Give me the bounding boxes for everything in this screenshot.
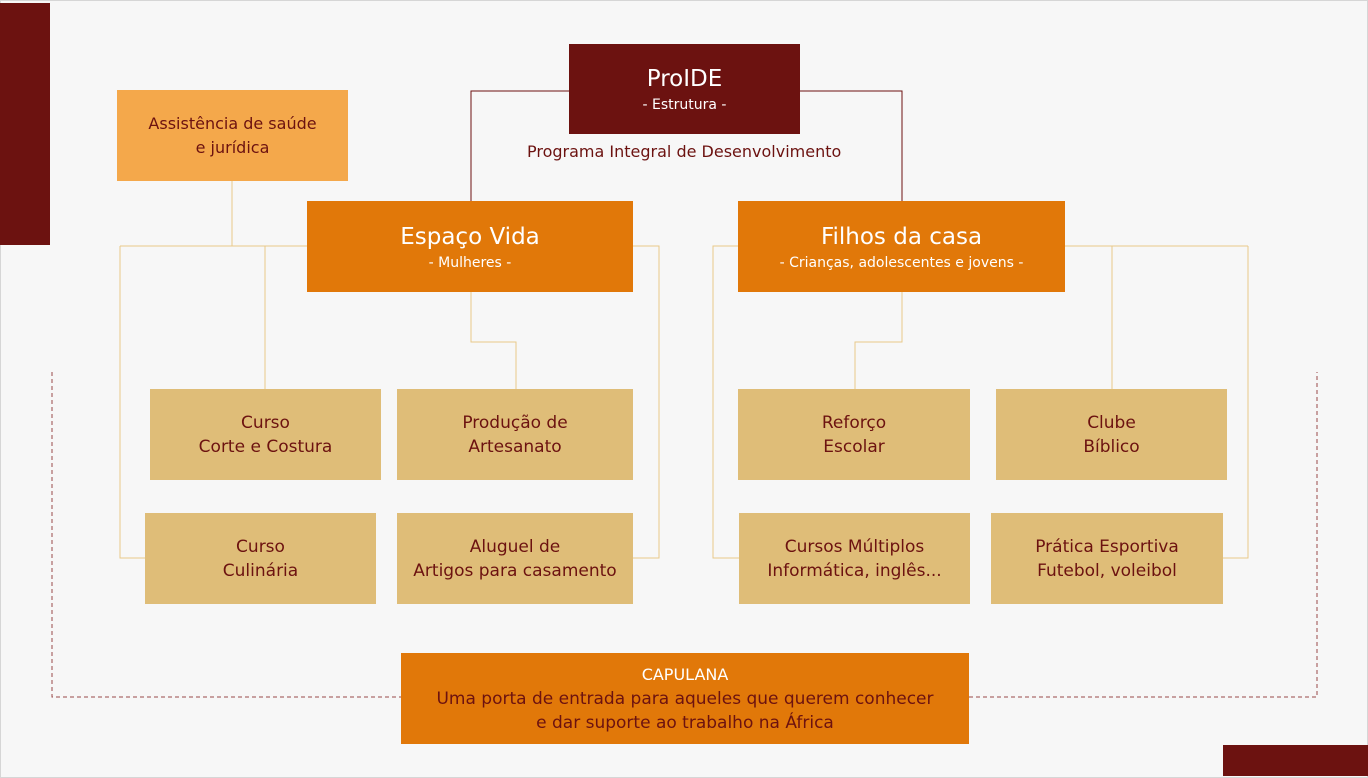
filhos-da-casa-subtitle: - Crianças, adolescentes e jovens - (779, 254, 1024, 271)
artesanato-connector (470, 292, 517, 389)
item-line-2: Culinária (222, 560, 299, 581)
root-box: ProIDE - Estrutura - (569, 44, 800, 134)
item-line-1: Reforço (821, 412, 887, 433)
support-box: Assistência de saúde e jurídica (117, 90, 348, 181)
item-clube-biblico: Clube Bíblico (996, 389, 1227, 480)
support-line-2: e jurídica (195, 137, 270, 157)
capulana-left-dashed (51, 372, 401, 698)
espaco-vida-box: Espaço Vida - Mulheres - (307, 201, 633, 292)
item-line-1: Cursos Múltiplos (784, 536, 925, 557)
item-line-1: Clube (1087, 412, 1136, 433)
root-caption: Programa Integral de Desenvolvimento (527, 142, 842, 161)
item-pratica-esportiva: Prática Esportiva Futebol, voleibol (991, 513, 1223, 604)
item-line-2: Artesanato (468, 436, 562, 457)
reforco-connector (854, 292, 903, 389)
espaco-vida-right-bracket (633, 245, 660, 559)
item-line-2: Futebol, voleibol (1037, 560, 1177, 581)
item-line-1: Aluguel de (469, 536, 561, 557)
root-title: ProIDE (646, 66, 723, 92)
root-to-filhos-connector (800, 90, 903, 201)
item-line-1: Produção de (462, 412, 568, 433)
item-line-1: Prática Esportiva (1035, 536, 1179, 557)
item-line-2: Artigos para casamento (413, 560, 617, 581)
filhos-da-casa-box: Filhos da casa - Crianças, adolescentes … (738, 201, 1065, 292)
espaco-vida-left-bracket (119, 246, 145, 559)
support-line-1: Assistência de saúde (148, 113, 317, 133)
root-subtitle: - Estrutura - (642, 97, 727, 113)
left-accent-bar (0, 3, 50, 245)
item-cursos-multiplos: Cursos Múltiplos Informática, inglês... (739, 513, 970, 604)
filhos-left-bracket (712, 245, 739, 559)
item-aluguel: Aluguel de Artigos para casamento (397, 513, 633, 604)
capulana-line-1: Uma porta de entrada para aqueles que qu… (436, 688, 934, 709)
capulana-title: CAPULANA (641, 664, 729, 684)
capulana-box: CAPULANA Uma porta de entrada para aquel… (401, 653, 969, 744)
filhos-right-bracket (1223, 246, 1249, 559)
espaco-vida-title: Espaço Vida (400, 223, 540, 250)
item-culinaria: Curso Culinária (145, 513, 376, 604)
espaco-vida-subtitle: - Mulheres - (428, 254, 512, 271)
item-line-2: Corte e Costura (198, 436, 333, 457)
root-to-espaco-vida-connector (470, 90, 569, 201)
item-line-1: Curso (236, 536, 285, 557)
capulana-line-2: e dar suporte ao trabalho na África (536, 712, 834, 733)
filhos-da-casa-title: Filhos da casa (820, 223, 983, 250)
item-line-2: Bíblico (1083, 436, 1140, 457)
item-line-1: Curso (241, 412, 290, 433)
item-corte-costura: Curso Corte e Costura (150, 389, 381, 480)
capulana-right-dashed (969, 372, 1318, 698)
bottom-right-accent-bar (1223, 745, 1368, 776)
item-line-2: Informática, inglês... (767, 560, 942, 581)
item-artesanato: Produção de Artesanato (397, 389, 633, 480)
item-line-2: Escolar (823, 436, 885, 457)
item-reforco-escolar: Reforço Escolar (738, 389, 970, 480)
